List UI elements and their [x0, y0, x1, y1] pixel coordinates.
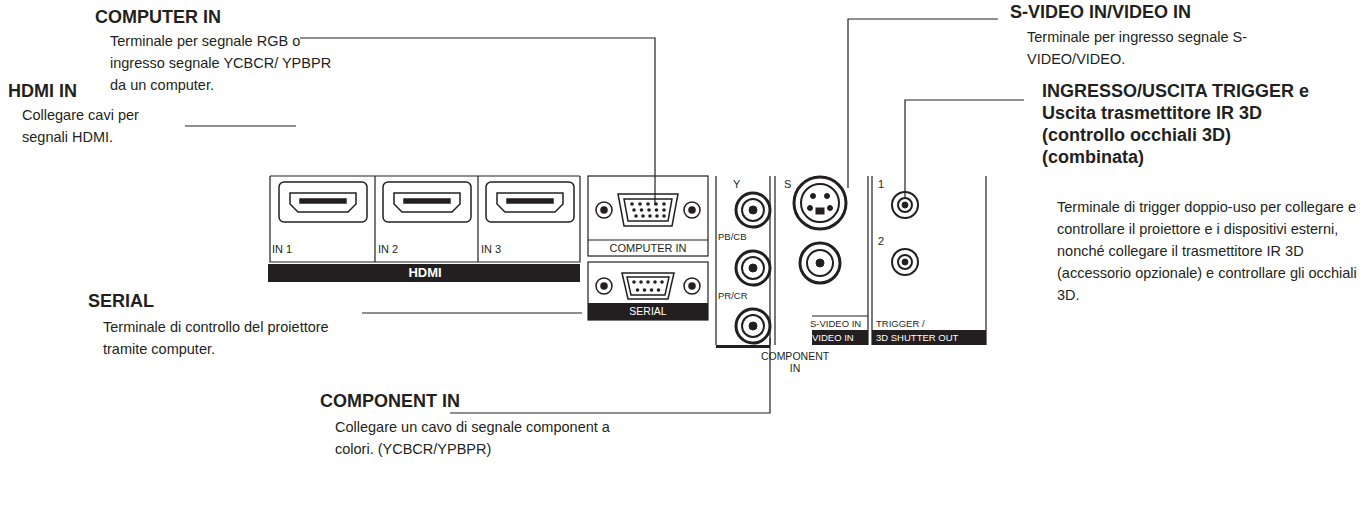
port-label: 2: [878, 235, 898, 248]
pin: [634, 214, 638, 218]
pin: [650, 288, 654, 292]
svideo-connector: [794, 177, 846, 283]
port-label: S-VIDEO IN: [810, 318, 872, 330]
pin: [641, 214, 645, 218]
port-label: IN 3: [481, 243, 541, 256]
pin: [655, 214, 659, 218]
callout-text: Terminale di trigger doppio-uso per coll…: [1057, 196, 1357, 306]
callout-heading: HDMI IN: [8, 80, 168, 102]
pin: [662, 202, 666, 206]
callout-text: Terminale di controllo del proiettore tr…: [103, 316, 358, 360]
pin: [648, 214, 652, 218]
port-label: IN 1: [272, 243, 332, 256]
band-line: [812, 316, 868, 317]
pin: [636, 288, 640, 292]
callout-heading: COMPUTER IN: [95, 6, 355, 28]
hdmi-logo: HDMI: [380, 264, 470, 282]
port-label: COMPUTER IN: [588, 241, 708, 255]
port-label: IN 2: [378, 243, 438, 256]
panel-frames: [270, 176, 986, 345]
trigger-band: [872, 330, 986, 345]
rca-jack: [736, 193, 770, 343]
port-label: PR/CR: [718, 290, 758, 302]
pin: [630, 202, 634, 206]
pin: [639, 280, 643, 284]
pin: [647, 208, 651, 212]
pin: [640, 208, 644, 212]
port-label: SERIAL: [588, 304, 708, 319]
pin: [657, 288, 661, 292]
pin: [660, 280, 664, 284]
callout-text: Terminale per segnale RGB o ingresso seg…: [110, 30, 332, 96]
hdmi-band: [268, 264, 580, 282]
callout-text: Collegare un cavo di segnale component a…: [335, 416, 625, 460]
callout-heading: S-VIDEO IN/VIDEO IN: [1010, 1, 1310, 23]
callout-heading: COMPONENT IN: [320, 390, 520, 412]
callout-heading: SERIAL: [88, 290, 288, 312]
callout-text: Terminale per ingresso segnale S-VIDEO/V…: [1027, 26, 1267, 70]
pin: [632, 280, 636, 284]
pin: [632, 208, 636, 212]
port-label: VIDEO IN: [812, 332, 872, 344]
pin: [643, 288, 647, 292]
pin: [662, 208, 666, 212]
pin: [646, 280, 650, 284]
callout-text: Collegare cavi per segnali HDMI.: [22, 104, 182, 148]
port-label: Y: [733, 178, 753, 191]
callout-heading: INGRESSO/USCITA TRIGGER e Uscita trasmet…: [1042, 80, 1312, 168]
vga-connector: [596, 194, 700, 226]
leader-line: [185, 19, 1024, 413]
port-label: TRIGGER /: [876, 318, 986, 330]
pin: [653, 280, 657, 284]
port-label: PB/CB: [718, 231, 758, 243]
port-label: COMPONENT IN: [760, 350, 830, 374]
hdmi-port: [279, 182, 574, 222]
pin: [662, 214, 666, 218]
port-label: 1: [878, 178, 898, 191]
component-band: [716, 345, 770, 348]
serial-band: [588, 303, 708, 320]
port-label: 3D SHUTTER OUT: [876, 332, 986, 344]
pin: [646, 202, 650, 206]
pin: [655, 208, 659, 212]
band-line: [588, 240, 708, 241]
port-label: S: [784, 178, 804, 191]
trigger-jack: [892, 192, 918, 275]
pin: [638, 202, 642, 206]
serial-connector: [596, 273, 700, 299]
